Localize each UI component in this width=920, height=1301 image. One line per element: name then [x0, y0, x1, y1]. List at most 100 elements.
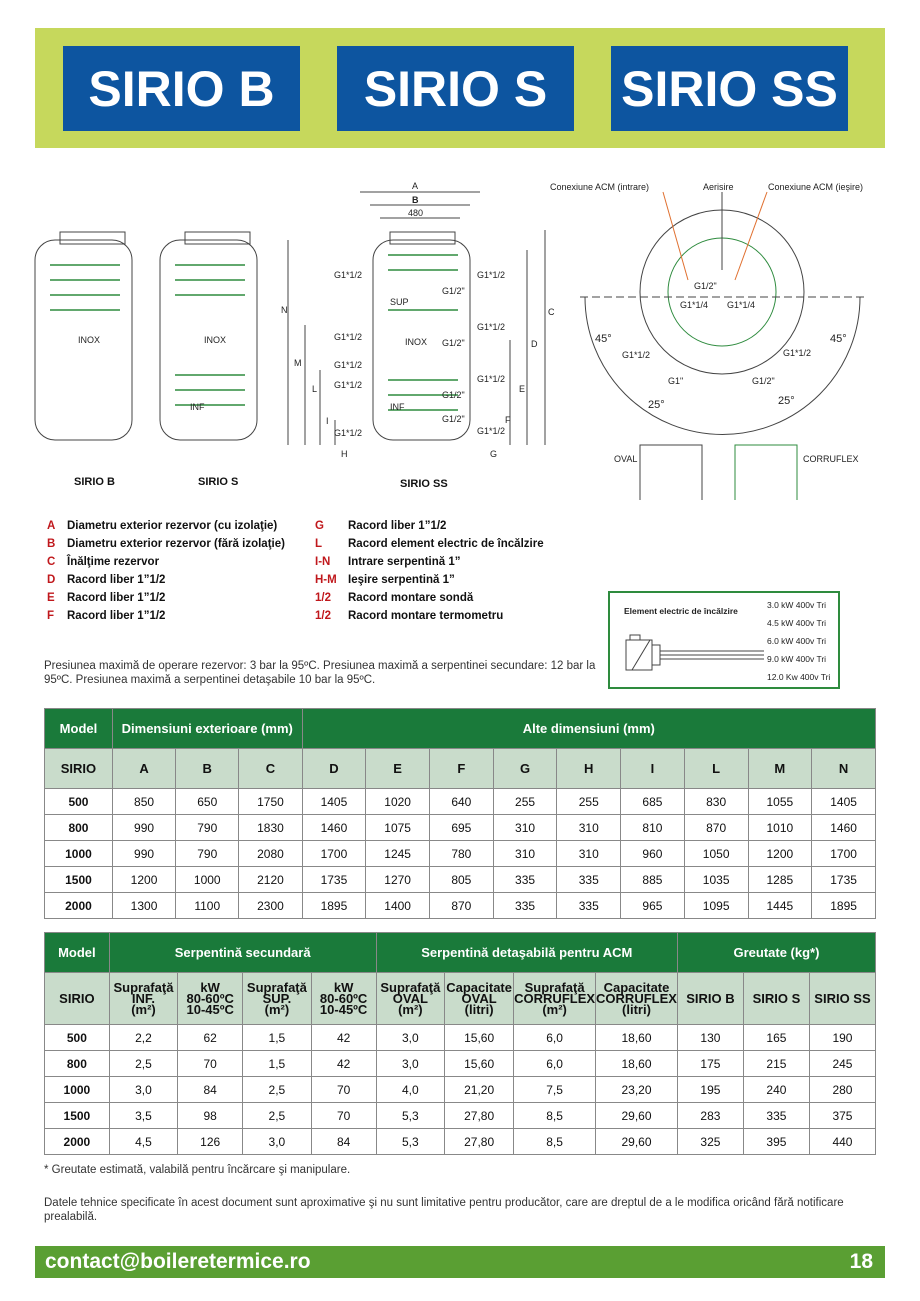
col-header-line: Suprafaţă — [524, 980, 585, 995]
cell: 805 — [428, 866, 494, 893]
fit: G1*1/4 — [727, 300, 755, 310]
legend-key: F — [47, 610, 55, 622]
col-header: L — [683, 748, 749, 789]
cell: 255 — [556, 788, 622, 815]
cell: 780 — [428, 840, 494, 867]
cell: 870 — [428, 892, 494, 919]
col-header: SIRIO — [44, 748, 113, 789]
cell: 15,60 — [444, 1024, 515, 1051]
cell: 29,60 — [595, 1102, 678, 1129]
pressure-note: Presiunea maximă de operare rezervor: 3 … — [44, 660, 596, 686]
col-header-line: SUP. — [262, 991, 292, 1006]
col-header: M — [747, 748, 813, 789]
col-header: F — [428, 748, 494, 789]
label-vent: Aerisire — [703, 182, 734, 192]
tank-label-b: SIRIO B — [74, 476, 115, 488]
legend-key: C — [47, 556, 56, 568]
legend-key: H-M — [315, 574, 337, 586]
cell: 440 — [808, 1128, 877, 1155]
legend-value: Racord montare sondă — [348, 592, 474, 604]
cell: 3,0 — [108, 1076, 179, 1103]
disclaimer: Datele tehnice specificate în acest docu… — [44, 1197, 844, 1223]
cell: 27,80 — [444, 1128, 515, 1155]
fit: G1*1/2 — [334, 360, 362, 370]
cell: 6,0 — [513, 1050, 597, 1077]
cell: 395 — [742, 1128, 810, 1155]
power-option: 9.0 kW 400v Tri — [767, 654, 827, 664]
cell: 850 — [111, 788, 177, 815]
cell: 165 — [742, 1024, 810, 1051]
legend-item: C Înălţime rezervor — [47, 553, 285, 571]
legend-value: Racord element electric de încălzire — [348, 538, 544, 550]
legend-key: E — [47, 592, 55, 604]
model-cell: 1500 — [44, 1102, 110, 1129]
cell: 5,3 — [375, 1102, 446, 1129]
th-secondary: Serpentină secundară — [108, 932, 377, 973]
cell: 1,5 — [242, 1050, 312, 1077]
cell: 1270 — [365, 866, 430, 893]
fit: G1*1/2 — [477, 374, 505, 384]
cell: 695 — [428, 814, 494, 841]
th-model: Model — [44, 708, 113, 749]
cell: 2080 — [238, 840, 303, 867]
cell: 335 — [492, 892, 558, 919]
dim-480: 480 — [408, 208, 423, 218]
col-header-line: Capacitate — [446, 980, 512, 995]
col-header-line: Suprafaţă — [380, 980, 441, 995]
legend-key: 1/2 — [315, 610, 331, 622]
cell: 255 — [492, 788, 558, 815]
cell: 325 — [676, 1128, 744, 1155]
cell: 790 — [175, 814, 240, 841]
cell: 5,3 — [375, 1128, 446, 1155]
legend-key: L — [315, 538, 323, 550]
cell: 335 — [556, 892, 622, 919]
cell: 1735 — [301, 866, 367, 893]
cell: 4,5 — [108, 1128, 179, 1155]
cell: 195 — [676, 1076, 744, 1103]
label-sup-ss: SUP — [390, 297, 409, 307]
fit: G1*1/2 — [477, 426, 505, 436]
fit: G1/2" — [752, 376, 775, 386]
heating-element-icon — [625, 634, 764, 671]
dim-n: N — [281, 305, 288, 315]
model-cell: 1000 — [44, 1076, 110, 1103]
cell: 870 — [683, 814, 749, 841]
col-header-line: INF. — [131, 991, 156, 1006]
cell: 830 — [683, 788, 749, 815]
col-header: H — [556, 748, 622, 789]
cell: 2,5 — [108, 1050, 179, 1077]
dim-i: I — [326, 416, 329, 426]
legend-key: 1/2 — [315, 592, 331, 604]
dim-h: H — [341, 449, 348, 459]
cell: 175 — [676, 1050, 744, 1077]
cell: 965 — [620, 892, 685, 919]
cell: 130 — [676, 1024, 744, 1051]
cell: 1735 — [811, 866, 876, 893]
cell: 335 — [742, 1102, 810, 1129]
label-acm-in: Conexiune ACM (intrare) — [550, 182, 649, 192]
cell: 1895 — [301, 892, 367, 919]
legend-value: Înălţime rezervor — [67, 556, 160, 568]
th-detachable: Serpentină detaşabilă pentru ACM — [375, 932, 678, 973]
cell: 1460 — [811, 814, 876, 841]
cell: 960 — [620, 840, 685, 867]
cell: 240 — [742, 1076, 810, 1103]
model-cell: 500 — [44, 788, 113, 815]
cell: 375 — [808, 1102, 877, 1129]
contact-email[interactable]: contact@boileretermice.ro — [45, 1250, 311, 1273]
power-option: 4.5 kW 400v Tri — [767, 618, 827, 628]
legend-key: D — [47, 574, 56, 586]
col-header-line: Suprafaţă — [113, 980, 174, 995]
fit: G1*1/2 — [334, 270, 362, 280]
cell: 3,0 — [242, 1128, 312, 1155]
cell: 810 — [620, 814, 685, 841]
cell: 1300 — [111, 892, 177, 919]
cell: 1700 — [811, 840, 876, 867]
cell: 1400 — [365, 892, 430, 919]
col-header: G — [492, 748, 558, 789]
